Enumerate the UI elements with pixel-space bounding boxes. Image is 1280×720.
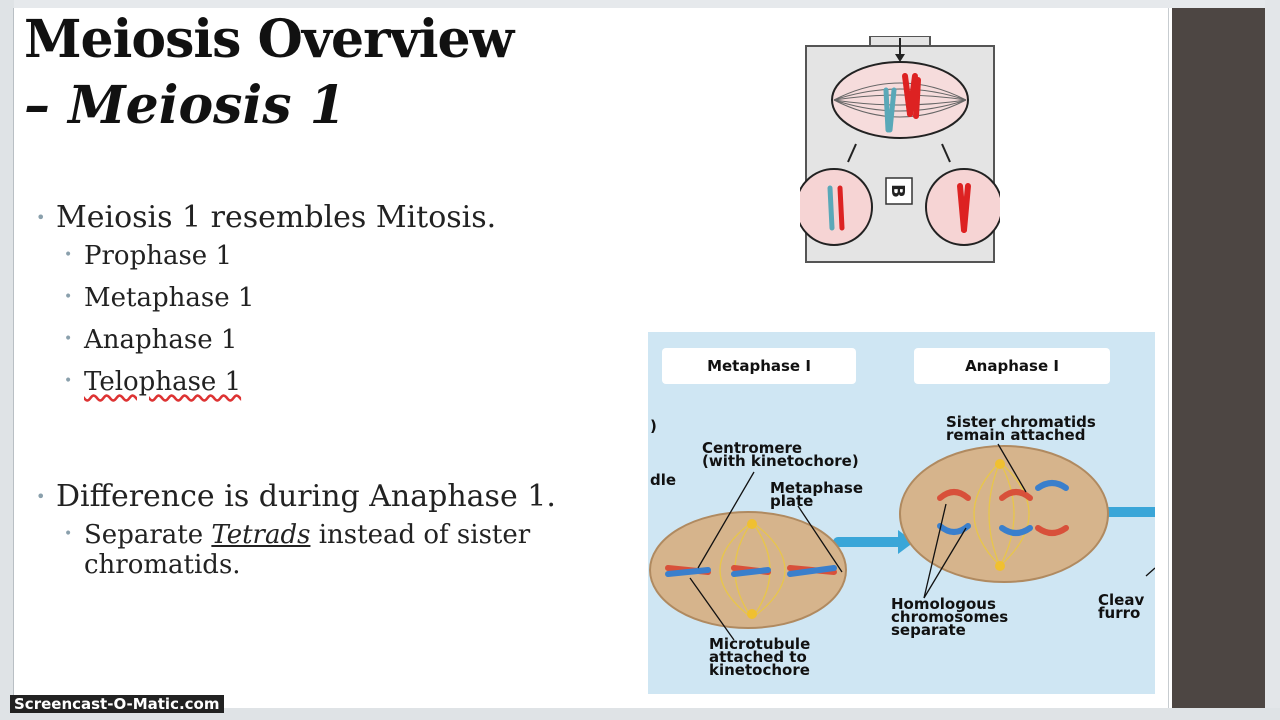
bullet-dot-icon: •: [64, 247, 73, 263]
sub-bullet-item: • Prophase 1: [64, 241, 556, 271]
label-cut-left-1: ): [650, 417, 657, 435]
bullet-dot-icon: •: [64, 331, 73, 347]
bullet-item: • Difference is during Anaphase 1.: [36, 479, 556, 514]
label-cleavage: Cleav furro: [1098, 591, 1145, 622]
bullet-dot-icon: •: [64, 373, 73, 389]
sub-bullet-item: • Telophase 1: [64, 367, 556, 397]
label-sister-chromatids: Sister chromatids remain attached: [946, 413, 1096, 444]
bullet-text: Difference is during Anaphase 1.: [56, 479, 556, 514]
sub-bullet-item: • Separate Tetrads instead of sister chrom…: [64, 520, 556, 580]
sub-bullet-list: • Separate Tetrads instead of sister chrom…: [64, 520, 556, 580]
sub-bullet-list: • Prophase 1 • Metaphase 1 • Anaphase 1 • Te…: [64, 241, 556, 397]
title-line-2: – Meiosis 1: [24, 75, 346, 136]
emphasized-term: Tetrads: [211, 520, 311, 550]
label-homologous: Homologous chromosomes separate: [891, 595, 1009, 639]
diagram-letter-label: B: [887, 184, 908, 198]
bullet-dot-icon: •: [36, 208, 46, 227]
bullet-item: • Meiosis 1 resembles Mitosis.: [36, 200, 556, 235]
screencast-watermark: Screencast-O-Matic.com: [10, 695, 224, 713]
bullet-dot-icon: •: [64, 289, 73, 305]
window-bottom-border: [0, 708, 1280, 720]
sub-bullet-text: Prophase 1: [84, 241, 233, 271]
sub-bullet-item: • Metaphase 1: [64, 283, 556, 313]
sub-bullet-text: Telophase 1: [84, 367, 242, 397]
diagram-art: [649, 443, 1155, 641]
slide-title: Meiosis Overview – Meiosis 1: [24, 9, 514, 136]
sub-bullet-text: Metaphase 1: [84, 283, 255, 313]
sub-bullet-text-pre: Separate: [84, 520, 212, 550]
sub-bullet-text: Anaphase 1: [84, 325, 238, 355]
window-top-border: [0, 0, 1280, 8]
title-line-1: Meiosis Overview: [24, 9, 514, 70]
slide-side-panel: [1172, 8, 1265, 708]
label-cut-left-2: dle: [650, 471, 677, 489]
meiosis-diagram-top: B: [800, 36, 1000, 263]
window-left-border: [0, 0, 14, 720]
slide-right-edge: [1168, 8, 1169, 708]
slide-left-edge: [13, 8, 14, 708]
label-centromere: Centromere (with kinetochore): [702, 439, 859, 470]
panel-title-metaphase: Metaphase I: [662, 348, 856, 384]
label-microtubule: Microtubule attached to kinetochore: [709, 635, 811, 679]
diagram-label-box: [885, 177, 913, 205]
bullet-dot-icon: •: [64, 526, 73, 542]
bullet-dot-icon: •: [36, 487, 46, 506]
panel-title-anaphase: Anaphase I: [914, 348, 1110, 384]
meiosis-diagram-bottom: Metaphase I Anaphase I Centromere (with …: [648, 332, 1155, 694]
sub-bullet-text-post: instead of sister: [310, 520, 531, 550]
bullet-list: • Meiosis 1 resembles Mitosis. • Prophase …: [36, 200, 556, 580]
label-metaphase-plate: Metaphase plate: [770, 479, 864, 510]
window-right-border: [1265, 0, 1280, 720]
bullet-text: Meiosis 1 resembles Mitosis.: [56, 200, 497, 235]
sub-bullet-text-line2: chromatids.: [84, 550, 241, 580]
sub-bullet-item: • Anaphase 1: [64, 325, 556, 355]
